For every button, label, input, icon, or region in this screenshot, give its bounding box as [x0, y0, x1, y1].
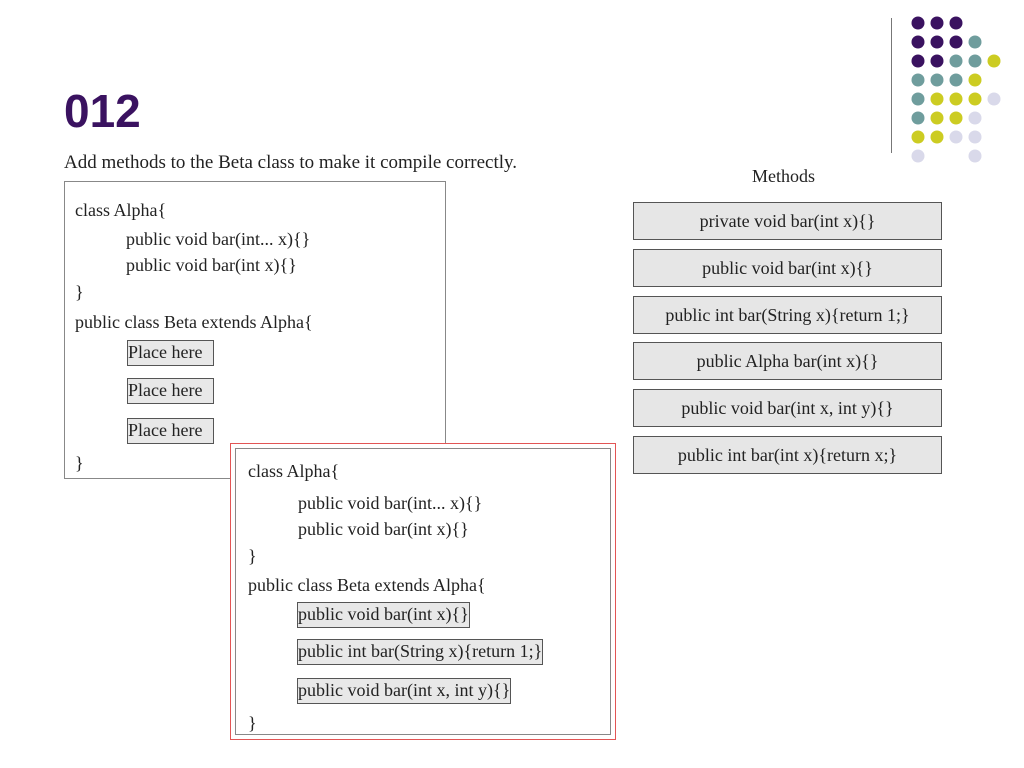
decorative-dot	[949, 111, 963, 125]
drop-slot-1[interactable]: Place here	[127, 340, 214, 366]
decorative-dot	[949, 16, 963, 30]
decorative-dot	[968, 35, 982, 49]
answer-line-class-alpha: class Alpha{	[248, 461, 340, 481]
slide-title: 012	[64, 85, 141, 137]
code-line-bar-varargs: public void bar(int... x){}	[126, 229, 311, 249]
decorative-divider-line	[891, 18, 892, 153]
decorative-dot	[930, 16, 944, 30]
answer-line-bar-int: public void bar(int x){}	[298, 519, 469, 539]
code-line-class-alpha: class Alpha{	[75, 200, 167, 220]
decorative-dot	[930, 130, 944, 144]
answer-line-bar-varargs: public void bar(int... x){}	[298, 493, 483, 513]
answer-slot-3[interactable]: public void bar(int x, int y){}	[297, 678, 512, 704]
decorative-dot	[911, 92, 925, 106]
decorative-dot	[911, 73, 925, 87]
answer-slot-2[interactable]: public int bar(String x){return 1;}	[297, 639, 544, 665]
decorative-dot	[911, 35, 925, 49]
decorative-dot	[968, 149, 982, 163]
decorative-dot	[911, 130, 925, 144]
decorative-dot	[968, 54, 982, 68]
decorative-dot	[930, 92, 944, 106]
decorative-dot	[949, 35, 963, 49]
code-line-close-brace-beta: }	[75, 453, 84, 473]
method-option-2[interactable]: public void bar(int x){}	[633, 249, 942, 287]
method-option-6[interactable]: public int bar(int x){return x;}	[633, 436, 942, 474]
drop-slot-3[interactable]: Place here	[127, 418, 214, 444]
answer-code-box: class Alpha{ public void bar(int... x){}…	[230, 443, 616, 740]
methods-heading: Methods	[752, 166, 815, 186]
instruction-text: Add methods to the Beta class to make it…	[64, 152, 518, 173]
decorative-dot	[949, 130, 963, 144]
method-option-1[interactable]: private void bar(int x){}	[633, 202, 942, 240]
decorative-dot	[968, 92, 982, 106]
answer-slot-1[interactable]: public void bar(int x){}	[297, 602, 470, 628]
method-option-5[interactable]: public void bar(int x, int y){}	[633, 389, 942, 427]
decorative-dot	[930, 73, 944, 87]
decorative-dot	[911, 149, 925, 163]
decorative-dot	[949, 54, 963, 68]
answer-line-class-beta: public class Beta extends Alpha{	[248, 575, 486, 595]
decorative-dot	[930, 54, 944, 68]
decorative-dot	[949, 92, 963, 106]
drop-slot-2[interactable]: Place here	[127, 378, 214, 404]
decorative-dot	[987, 54, 1001, 68]
method-option-4[interactable]: public Alpha bar(int x){}	[633, 342, 942, 380]
decorative-dot-grid	[911, 16, 1001, 163]
decorative-dot	[968, 73, 982, 87]
decorative-dot	[930, 111, 944, 125]
decorative-dot	[930, 35, 944, 49]
answer-line-close-brace-beta: }	[248, 713, 257, 733]
decorative-dot	[949, 73, 963, 87]
code-line-class-beta: public class Beta extends Alpha{	[75, 312, 313, 332]
question-code-box: class Alpha{ public void bar(int... x){}…	[64, 181, 446, 479]
decorative-dot	[968, 130, 982, 144]
decorative-dot	[987, 92, 1001, 106]
method-option-3[interactable]: public int bar(String x){return 1;}	[633, 296, 942, 334]
decorative-dot	[911, 16, 925, 30]
decorative-dot	[911, 111, 925, 125]
answer-line-close-brace: }	[248, 546, 257, 566]
decorative-dot	[911, 54, 925, 68]
code-line-bar-int: public void bar(int x){}	[126, 255, 297, 275]
code-line-close-brace: }	[75, 282, 84, 302]
decorative-dot	[968, 111, 982, 125]
answer-inner-frame: class Alpha{ public void bar(int... x){}…	[235, 448, 611, 735]
